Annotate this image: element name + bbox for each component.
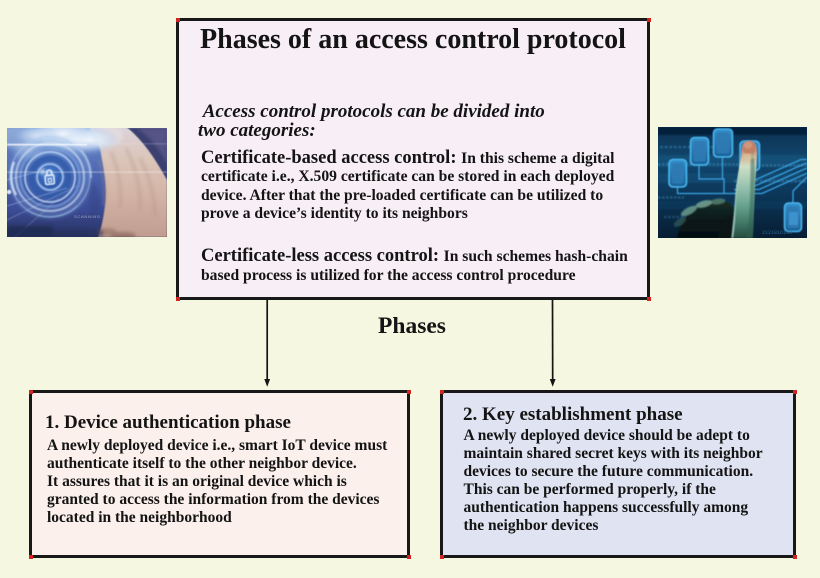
svg-text:SCANNING: SCANNING [74,214,101,219]
svg-text:2121016108: 2121016108 [762,230,792,236]
